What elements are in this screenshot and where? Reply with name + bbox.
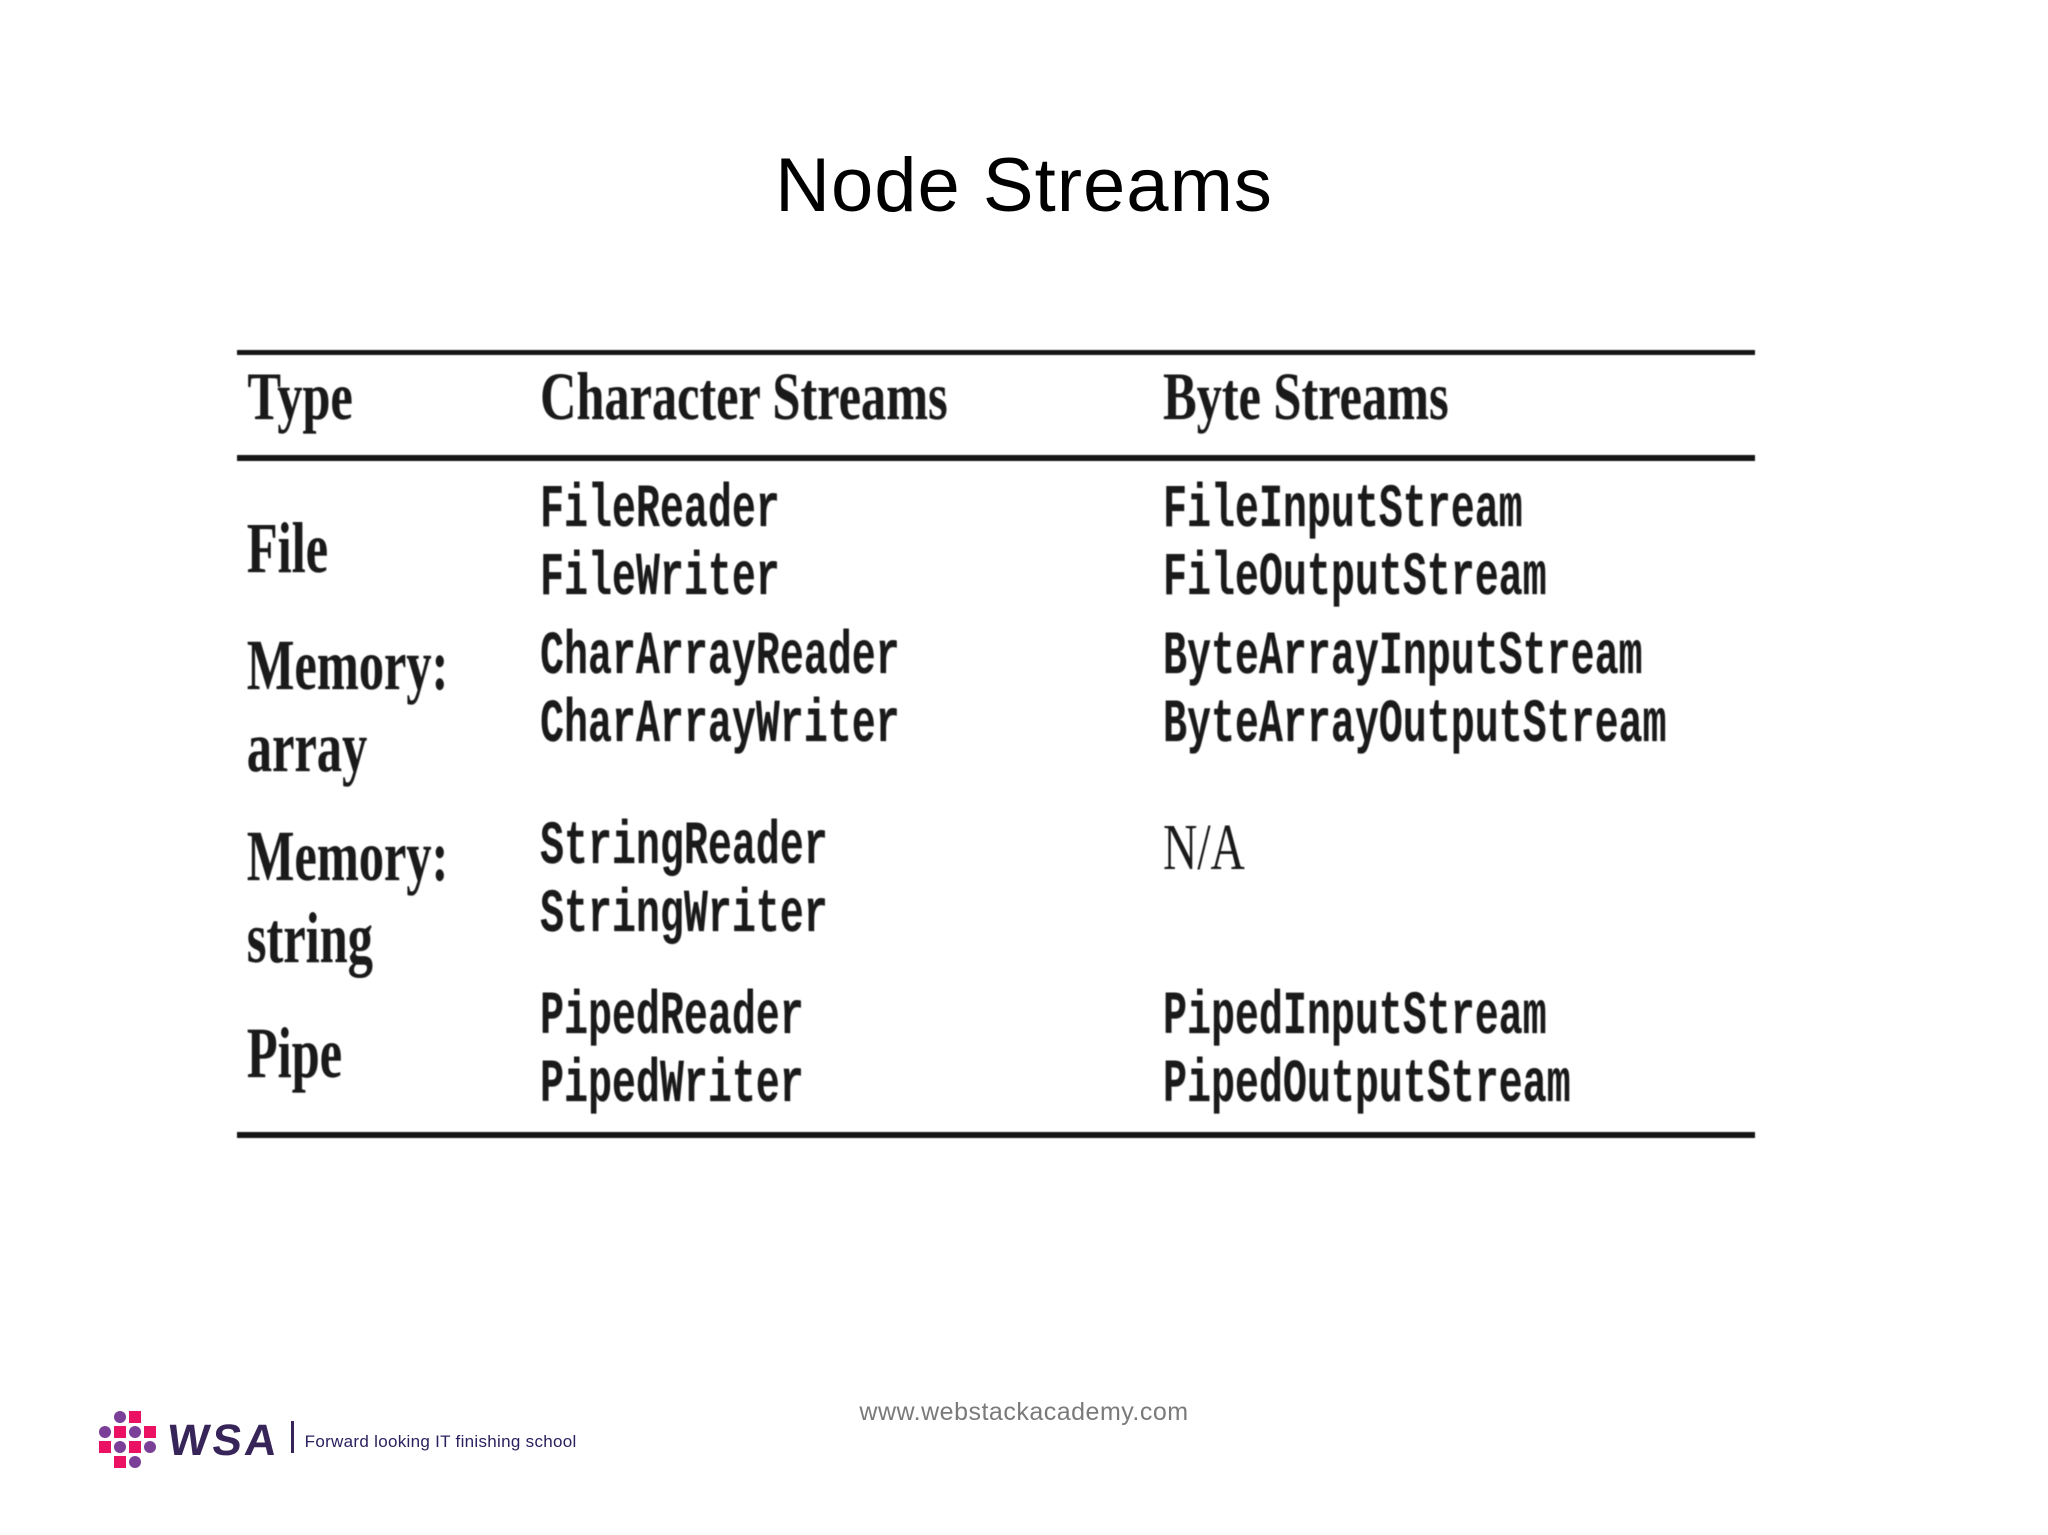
type-line: array [246, 707, 368, 787]
stream-class-line: FileWriter [540, 544, 780, 613]
logo-dot [99, 1426, 111, 1438]
col-header-character-streams: Character Streams [540, 358, 948, 434]
logo-dot [129, 1456, 141, 1468]
stream-class-line: CharArrayWriter [540, 691, 900, 760]
table-row-memory-array: Memory: array CharArrayReader CharArrayW… [237, 624, 1755, 814]
logo-dot [114, 1456, 126, 1468]
table-header-row: Type Character Streams Byte Streams [237, 355, 1755, 455]
table-row-file: File FileReader FileWriter FileInputStre… [237, 461, 1755, 624]
logo-dot [114, 1441, 126, 1453]
logo-dot-grid [99, 1411, 159, 1471]
table-header-divider-rule [237, 455, 1755, 461]
logo-dot [99, 1456, 111, 1468]
stream-class-line: PipedOutputStream [1163, 1051, 1571, 1120]
stream-class-line: ByteArrayInputStream [1163, 623, 1643, 692]
col-header-type: Type [247, 358, 353, 434]
character-streams-cell: CharArrayReader CharArrayWriter [540, 624, 948, 814]
footer-url: www.webstackacademy.com [859, 1398, 1189, 1426]
page-title: Node Streams [775, 143, 1273, 228]
stream-class-line: PipedWriter [540, 1051, 804, 1120]
character-streams-cell: PipedReader PipedWriter [540, 984, 948, 1132]
type-cell: Memory: string [237, 814, 449, 984]
stream-class-line: ByteArrayOutputStream [1163, 691, 1667, 760]
logo-dot [129, 1411, 141, 1423]
type-cell: Pipe [237, 984, 449, 1132]
stream-class-line: FileInputStream [1163, 476, 1523, 545]
type-line: Memory: [246, 625, 449, 705]
logo-dot [144, 1456, 156, 1468]
type-line: File [246, 508, 328, 588]
character-streams-cell: StringReader StringWriter [540, 814, 948, 984]
type-line: Pipe [246, 1013, 342, 1093]
logo-dot [129, 1441, 141, 1453]
table-top-rule [237, 350, 1755, 355]
stream-class-line: CharArrayReader [540, 623, 900, 692]
byte-streams-cell: FileInputStream FileOutputStream [1163, 461, 1551, 624]
type-cell: File [237, 461, 449, 624]
logo-dot [114, 1411, 126, 1423]
stream-class-line: PipedReader [540, 983, 804, 1052]
logo-dot [144, 1441, 156, 1453]
type-line: string [246, 898, 373, 978]
wsa-logo: WSA Forward looking IT finishing school [99, 1408, 577, 1471]
streams-table: Type Character Streams Byte Streams File… [237, 350, 1755, 1138]
logo-separator [290, 1421, 294, 1453]
byte-streams-cell: PipedInputStream PipedOutputStream [1163, 984, 1571, 1132]
table-row-pipe: Pipe PipedReader PipedWriter PipedInputS… [237, 984, 1755, 1132]
table-bottom-rule [237, 1132, 1755, 1138]
type-cell: Memory: array [237, 624, 449, 814]
logo-dot [129, 1426, 141, 1438]
byte-streams-cell: ByteArrayInputStream ByteArrayOutputStre… [1163, 624, 1667, 814]
table-row-memory-string: Memory: string StringReader StringWriter… [237, 814, 1755, 984]
stream-class-line: N/A [1163, 811, 1245, 884]
type-line: Memory: [246, 816, 449, 896]
byte-streams-cell: N/A [1163, 814, 1589, 984]
logo-dot [99, 1411, 111, 1423]
stream-class-line: StringReader [540, 813, 828, 882]
stream-class-line: PipedInputStream [1163, 983, 1547, 1052]
logo-dot [114, 1426, 126, 1438]
stream-class-line: StringWriter [540, 881, 828, 950]
logo-dot [144, 1411, 156, 1423]
col-header-byte-streams: Byte Streams [1163, 358, 1449, 434]
wsa-wordmark: WSA [165, 1416, 283, 1465]
stream-class-line: FileOutputStream [1163, 544, 1547, 613]
logo-tagline: Forward looking IT finishing school [304, 1432, 577, 1451]
logo-dot [144, 1426, 156, 1438]
stream-class-line: FileReader [540, 476, 780, 545]
character-streams-cell: FileReader FileWriter [540, 461, 948, 624]
logo-dot [99, 1441, 111, 1453]
